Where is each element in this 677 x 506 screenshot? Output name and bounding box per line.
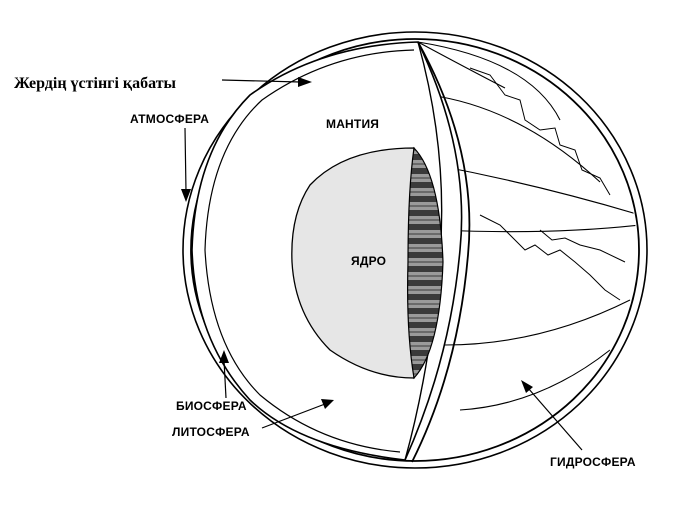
leader-biosphere xyxy=(219,350,229,399)
surface-ring xyxy=(190,38,640,462)
label-biosphere: БИОСФЕРА xyxy=(176,399,247,413)
label-hydrosphere: ГИДРОСФЕРА xyxy=(550,455,636,469)
continent-outline-south xyxy=(539,229,626,263)
core-disc xyxy=(291,147,415,379)
leader-atmosphere xyxy=(181,127,191,202)
wedge-edge xyxy=(411,41,471,463)
leader-surface-layer xyxy=(221,77,312,87)
globe-exterior xyxy=(417,41,637,411)
leader-lithosphere xyxy=(261,399,334,429)
label-core: ЯДРО xyxy=(351,254,386,268)
label-mantle: МАНТИЯ xyxy=(326,117,379,131)
continent-outline-north xyxy=(469,67,611,196)
continent-outline-middle xyxy=(479,214,621,301)
core-section xyxy=(407,146,444,380)
label-atmosphere: АТМОСФЕРА xyxy=(130,112,209,126)
crust-line xyxy=(204,49,415,251)
label-lithosphere: ЛИТОСФЕРА xyxy=(172,425,250,439)
label-surface-layer: Жердің үстінгі қабаты xyxy=(14,75,177,92)
leader-hydrosphere xyxy=(521,380,583,451)
atmosphere-outer-ring xyxy=(182,31,648,469)
